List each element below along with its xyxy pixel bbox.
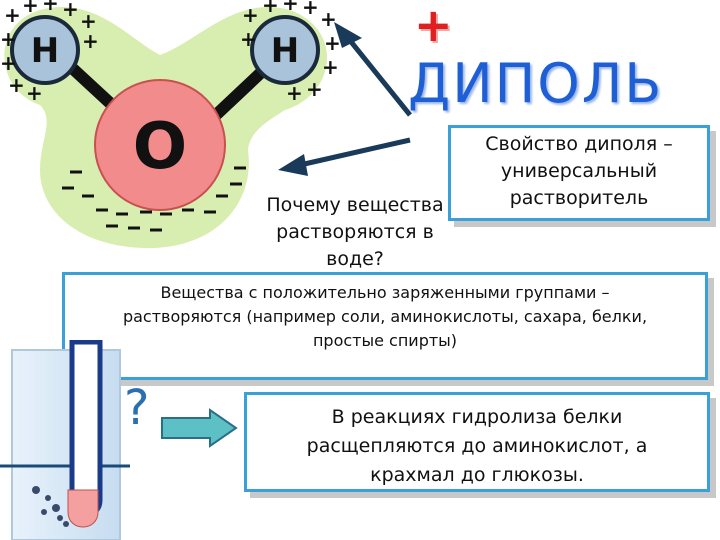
svg-text:+: + <box>0 51 17 75</box>
question-line3: воде? <box>326 248 384 270</box>
question-text: Почему вещества растворяются в воде? <box>250 192 460 273</box>
svg-text:+: + <box>242 3 259 27</box>
svg-text:+: + <box>302 0 319 19</box>
svg-text:+: + <box>0 27 17 51</box>
svg-text:+: + <box>80 9 97 33</box>
svg-text:+: + <box>42 0 59 15</box>
explanation-line3: простые спирты) <box>312 331 458 350</box>
oxygen-atom <box>94 79 226 211</box>
particles <box>32 486 69 527</box>
positive-charges: +++++ +++++ +++++ +++++ <box>0 0 341 105</box>
hydrogen-left-label: H <box>31 31 59 71</box>
question-line1: Почему вещества <box>266 194 444 216</box>
svg-text:+: + <box>8 73 25 97</box>
svg-text:+: + <box>22 0 39 17</box>
arrow-to-oxygen <box>278 137 411 176</box>
svg-text:+: + <box>282 0 299 15</box>
oxygen-label: O <box>133 110 187 184</box>
hydrolysis-line3: крахмал до глюкозы. <box>370 464 584 486</box>
hydrogen-right-label: H <box>271 31 299 71</box>
dipole-property-box: Свойство диполя – универсальный раствори… <box>448 125 710 221</box>
dipole-property-line2: универсальный <box>500 160 658 182</box>
svg-text:+: + <box>306 77 323 101</box>
svg-text:+: + <box>26 81 43 105</box>
water-molecule-diagram: H H O +++++ +++++ +++++ +++++ <box>0 0 341 249</box>
svg-text:+: + <box>324 31 341 55</box>
svg-text:+: + <box>82 29 99 53</box>
arrow-to-hydrogen <box>334 22 412 117</box>
hydrolysis-line2: расщепляются до аминокислот, а <box>306 435 648 457</box>
hydrolysis-box: В реакциях гидролиза белки расщепляются … <box>244 392 710 492</box>
svg-text:+: + <box>286 81 303 105</box>
pointer-arrows <box>278 22 412 176</box>
test-tube-illustration <box>0 340 130 540</box>
explanation-line1: Вещества с положительно заряженными груп… <box>160 283 610 302</box>
tube-contents <box>67 489 99 528</box>
hydrogen-atom-left <box>10 15 80 85</box>
explanation-box: Вещества с положительно заряженными груп… <box>62 272 708 380</box>
beaker <box>11 349 121 540</box>
hydrogen-atom-right <box>250 15 320 85</box>
svg-text:+: + <box>322 55 339 79</box>
svg-text:+: + <box>4 3 21 27</box>
negative-charges <box>62 166 246 232</box>
svg-text:+: + <box>62 0 79 21</box>
svg-text:+: + <box>262 0 279 17</box>
hydrolysis-line1: В реакциях гидролиза белки <box>331 406 623 428</box>
test-tube <box>69 340 103 518</box>
dipole-property-line3: растворитель <box>509 187 649 209</box>
question-mark: ? <box>124 380 150 436</box>
dipole-property-line1: Свойство диполя – <box>485 133 673 155</box>
question-line2: растворяются в <box>276 221 434 243</box>
positive-sign: + <box>414 0 453 52</box>
svg-text:+: + <box>320 7 337 31</box>
right-arrow-icon <box>161 408 238 448</box>
page-title: ДИПОЛЬ <box>408 52 664 115</box>
svg-text:+: + <box>240 27 257 51</box>
explanation-line2: растворяются (например соли, аминокислот… <box>122 307 648 326</box>
